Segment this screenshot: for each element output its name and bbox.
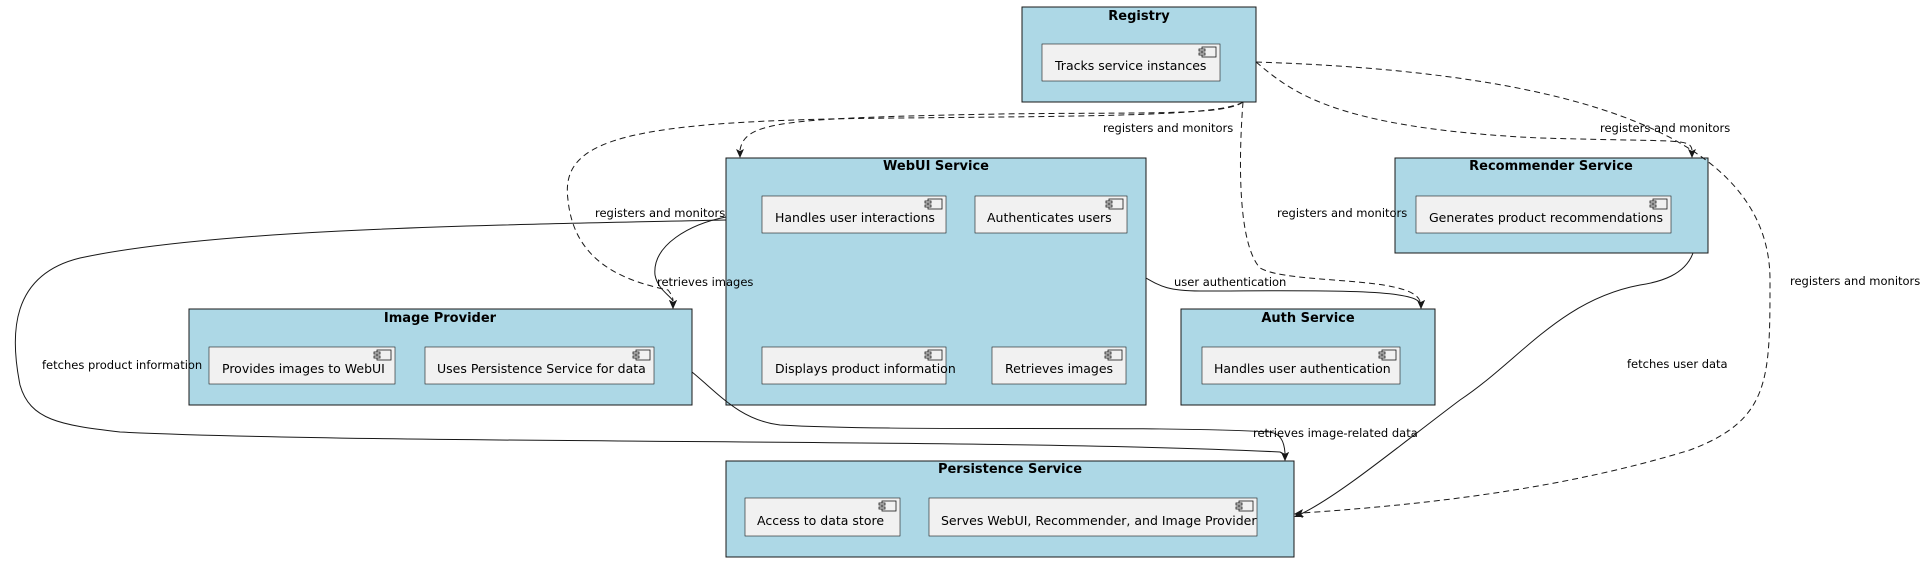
component-icon bbox=[632, 349, 651, 361]
edge-label: user authentication bbox=[1174, 275, 1286, 289]
component-label: Access to data store bbox=[757, 513, 884, 528]
component-icon bbox=[1104, 349, 1123, 361]
edge-registry-to-recommender: registers and monitors bbox=[1255, 61, 1730, 158]
component-icon bbox=[373, 349, 392, 361]
component-tracks-service-instances: Tracks service instances bbox=[1041, 43, 1221, 82]
edge-recommender-to-persistence: fetches user data bbox=[1294, 252, 1728, 517]
component-authenticates-users: Authenticates users bbox=[974, 195, 1128, 234]
package-webui-service: WebUI Service Handles user interactions … bbox=[725, 157, 1147, 406]
component-uses-persistence-service-for-data: Uses Persistence Service for data bbox=[424, 346, 655, 385]
component-icon bbox=[1105, 198, 1124, 210]
edge-label: registers and monitors bbox=[595, 206, 725, 220]
component-label: Generates product recommendations bbox=[1429, 210, 1663, 225]
edge-label: retrieves images bbox=[657, 275, 753, 289]
component-icon bbox=[1378, 349, 1397, 361]
component-label: Authenticates users bbox=[987, 210, 1112, 225]
package-registry: Registry Tracks service instances bbox=[1021, 6, 1257, 103]
package-title: Image Provider bbox=[384, 311, 497, 326]
edge-label: retrieves image-related data bbox=[1253, 426, 1418, 440]
component-serves-webui-recommender-image-provider: Serves WebUI, Recommender, and Image Pro… bbox=[928, 497, 1257, 537]
edge-label: registers and monitors bbox=[1103, 121, 1233, 135]
component-icon bbox=[1198, 46, 1217, 58]
component-label: Tracks service instances bbox=[1054, 58, 1206, 73]
component-icon bbox=[1649, 198, 1668, 210]
component-label: Handles user interactions bbox=[775, 210, 935, 225]
component-icon bbox=[878, 500, 897, 512]
package-title: Recommender Service bbox=[1469, 159, 1633, 174]
package-image-provider: Image Provider Provides images to WebUI … bbox=[188, 308, 693, 406]
edge-label: fetches user data bbox=[1627, 357, 1728, 371]
component-label: Uses Persistence Service for data bbox=[437, 361, 646, 376]
edge-registry-to-webui: registers and monitors bbox=[736, 101, 1244, 158]
edge-registry-to-persistence: registers and monitors bbox=[1255, 61, 1920, 518]
edge-image-provider-to-persistence: retrieves image-related data bbox=[691, 371, 1418, 461]
component-access-to-data-store: Access to data store bbox=[744, 497, 901, 537]
package-title: Persistence Service bbox=[938, 462, 1082, 477]
edge-label: registers and monitors bbox=[1277, 206, 1407, 220]
component-generates-product-recommendations: Generates product recommendations bbox=[1415, 195, 1672, 234]
edge-label: registers and monitors bbox=[1600, 121, 1730, 135]
component-icon bbox=[1235, 500, 1254, 512]
package-title: Auth Service bbox=[1261, 311, 1355, 326]
component-displays-product-information: Displays product information bbox=[761, 346, 956, 385]
edge-label: registers and monitors bbox=[1790, 274, 1920, 288]
package-auth-service: Auth Service Handles user authentication bbox=[1180, 308, 1436, 406]
component-handles-user-authentication: Handles user authentication bbox=[1201, 346, 1401, 385]
package-title: WebUI Service bbox=[883, 159, 989, 174]
component-label: Displays product information bbox=[775, 361, 956, 376]
edge-label: fetches product information bbox=[42, 358, 202, 372]
component-label: Provides images to WebUI bbox=[222, 361, 385, 376]
package-persistence-service: Persistence Service Access to data store… bbox=[725, 460, 1295, 558]
component-retrieves-images: Retrieves images bbox=[991, 346, 1127, 385]
component-provides-images-to-webui: Provides images to WebUI bbox=[208, 346, 396, 385]
component-label: Retrieves images bbox=[1005, 361, 1113, 376]
component-handles-user-interactions: Handles user interactions bbox=[761, 195, 947, 234]
component-label: Handles user authentication bbox=[1214, 361, 1391, 376]
package-title: Registry bbox=[1108, 9, 1170, 24]
component-label: Serves WebUI, Recommender, and Image Pro… bbox=[941, 513, 1257, 528]
component-icon bbox=[924, 349, 943, 361]
edge-webui-to-auth: user authentication bbox=[1145, 275, 1425, 309]
component-icon bbox=[924, 198, 943, 210]
package-recommender-service: Recommender Service Generates product re… bbox=[1394, 157, 1709, 254]
edge-webui-to-image-provider: retrieves images bbox=[654, 216, 753, 309]
